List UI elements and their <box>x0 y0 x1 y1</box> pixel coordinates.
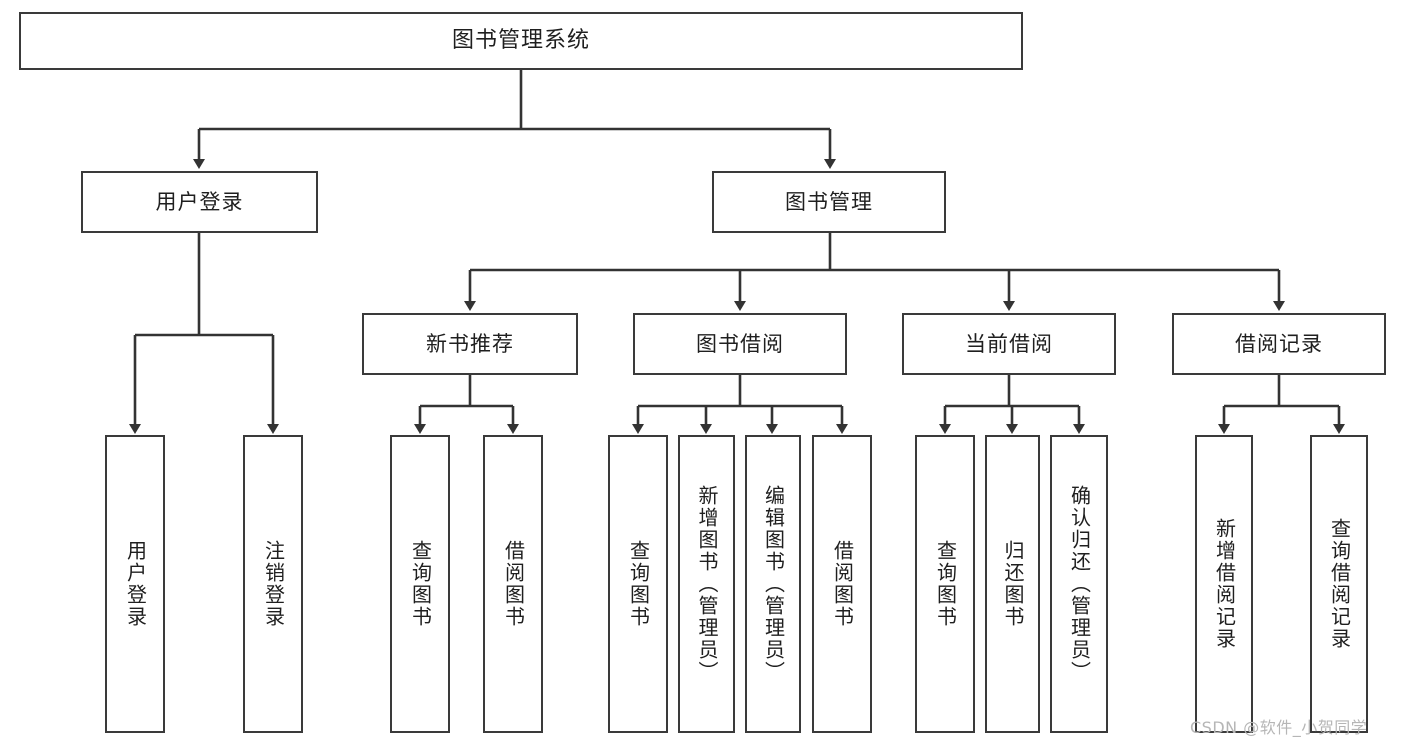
node-user-login[interactable]: 用户登录 <box>81 171 318 233</box>
node-current-borrow[interactable]: 当前借阅 <box>902 313 1116 375</box>
node-label: 用户登录 <box>123 540 148 628</box>
leaf-add-book[interactable]: 新增图书（管理员） <box>678 435 735 733</box>
node-label: 图书管理 <box>785 189 873 214</box>
node-book-borrow[interactable]: 图书借阅 <box>633 313 847 375</box>
leaf-return-book[interactable]: 归还图书 <box>985 435 1040 733</box>
leaf-query-book-3[interactable]: 查询图书 <box>915 435 975 733</box>
node-label: 查询图书 <box>408 540 433 628</box>
node-label: 借阅图书 <box>830 540 855 628</box>
leaf-borrow-book-2[interactable]: 借阅图书 <box>812 435 872 733</box>
node-book-management[interactable]: 图书管理 <box>712 171 946 233</box>
leaf-confirm-return[interactable]: 确认归还（管理员） <box>1050 435 1108 733</box>
node-new-book-recommend[interactable]: 新书推荐 <box>362 313 578 375</box>
leaf-borrow-book-1[interactable]: 借阅图书 <box>483 435 543 733</box>
node-label: 借阅图书 <box>501 540 526 628</box>
node-label: 注销登录 <box>261 540 286 628</box>
leaf-user-logout[interactable]: 注销登录 <box>243 435 303 733</box>
node-label: 借阅记录 <box>1235 331 1323 356</box>
node-label: 图书借阅 <box>696 331 784 356</box>
node-label: 查询图书 <box>933 540 958 628</box>
node-label: 图书管理系统 <box>451 28 590 54</box>
node-label: 新增借阅记录 <box>1212 518 1237 650</box>
node-label: 编辑图书（管理员） <box>761 485 786 683</box>
node-book-management-system[interactable]: 图书管理系统 <box>19 12 1023 70</box>
leaf-user-login[interactable]: 用户登录 <box>105 435 165 733</box>
node-label: 查询借阅记录 <box>1327 518 1352 650</box>
node-label: 当前借阅 <box>965 331 1053 356</box>
node-label: 新增图书（管理员） <box>695 485 719 683</box>
csdn-watermark: CSDN @软件_小贺同学 <box>1190 718 1368 737</box>
node-label: 确认归还（管理员） <box>1067 485 1092 683</box>
node-label: 新书推荐 <box>426 331 514 356</box>
node-label: 归还图书 <box>1001 540 1025 628</box>
node-borrow-record[interactable]: 借阅记录 <box>1172 313 1386 375</box>
leaf-query-book-1[interactable]: 查询图书 <box>390 435 450 733</box>
node-label: 用户登录 <box>155 189 244 214</box>
leaf-add-record[interactable]: 新增借阅记录 <box>1195 435 1253 733</box>
leaf-query-book-2[interactable]: 查询图书 <box>608 435 668 733</box>
leaf-query-record[interactable]: 查询借阅记录 <box>1310 435 1368 733</box>
node-label: 查询图书 <box>626 540 651 628</box>
leaf-edit-book[interactable]: 编辑图书（管理员） <box>745 435 801 733</box>
